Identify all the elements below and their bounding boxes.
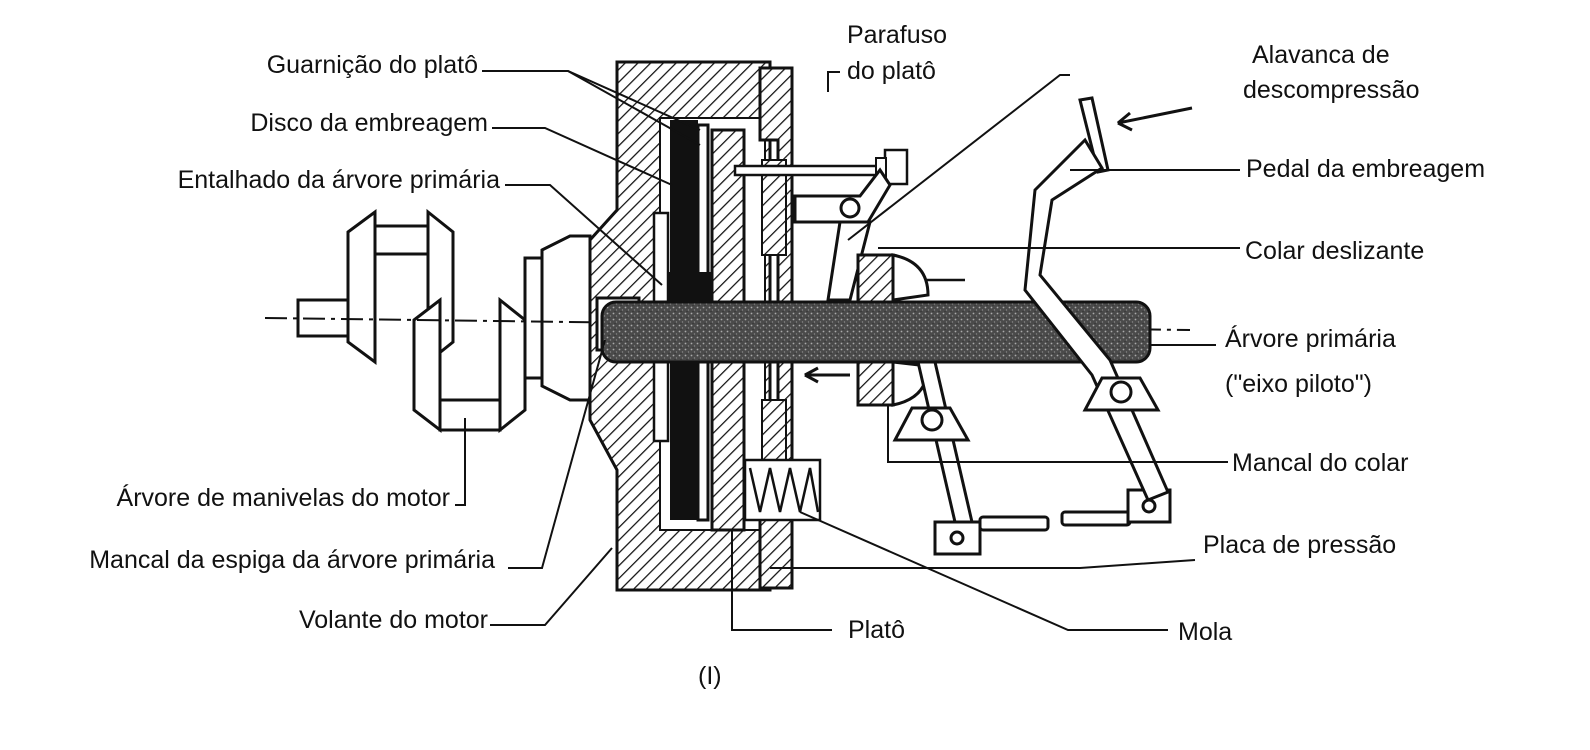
label-entalhado: Entalhado da árvore primária <box>178 166 500 194</box>
label-eixo-piloto: ("eixo piloto") <box>1225 370 1372 398</box>
figure-caption: (I) <box>698 662 722 690</box>
label-mola: Mola <box>1178 618 1232 646</box>
label-guarnicao: Guarnição do platô <box>267 51 478 79</box>
label-arvore-primaria: Árvore primária <box>1225 324 1396 353</box>
label-alavanca-1: Alavanca de <box>1252 41 1390 69</box>
label-arvore-manivelas: Árvore de manivelas do motor <box>117 483 450 512</box>
label-colar: Colar deslizante <box>1245 237 1424 265</box>
spring <box>743 458 822 522</box>
label-parafuso-1: Parafuso <box>847 21 947 49</box>
label-disco: Disco da embreagem <box>250 109 488 137</box>
label-placa: Placa de pressão <box>1203 531 1396 559</box>
label-plato: Platô <box>848 616 905 644</box>
label-alavanca-2: descompressão <box>1243 76 1419 104</box>
label-mancal-colar: Mancal do colar <box>1232 449 1408 477</box>
label-volante: Volante do motor <box>299 606 488 634</box>
leader-lines <box>455 70 1240 631</box>
label-pedal: Pedal da embreagem <box>1246 155 1485 183</box>
release-lever <box>793 167 892 302</box>
clutch-pedal <box>1023 96 1170 502</box>
label-mancal-espiga: Mancal da espiga da árvore primária <box>89 546 495 574</box>
pedal-arrow <box>1117 106 1193 132</box>
fork-linkage <box>892 360 1172 556</box>
motion-arrow <box>804 366 850 384</box>
label-parafuso-2: do platô <box>847 57 936 85</box>
